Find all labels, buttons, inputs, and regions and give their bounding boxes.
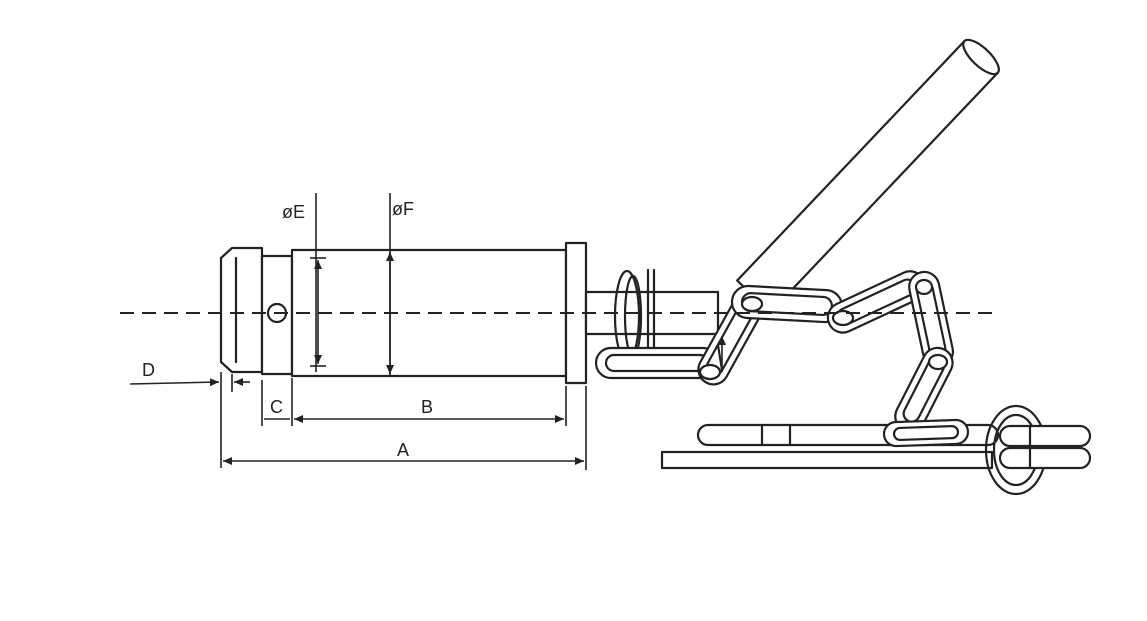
dim-a-label: A	[397, 440, 409, 460]
dim-a: A	[223, 440, 584, 465]
chain-assembly	[594, 38, 1092, 496]
pin-tip	[219, 246, 264, 374]
dim-c-label: C	[270, 397, 283, 417]
dim-d: D	[129, 360, 250, 387]
dia-f-label: øF	[392, 199, 414, 219]
dim-e: øE	[282, 193, 326, 372]
dim-b-label: B	[421, 397, 433, 417]
dim-f: øF	[386, 193, 414, 376]
dim-c: C	[264, 397, 290, 420]
dia-e-label: øE	[282, 202, 305, 222]
dim-b: B	[294, 397, 564, 423]
handle-grip	[736, 38, 1000, 314]
dim-d-label: D	[142, 360, 155, 380]
